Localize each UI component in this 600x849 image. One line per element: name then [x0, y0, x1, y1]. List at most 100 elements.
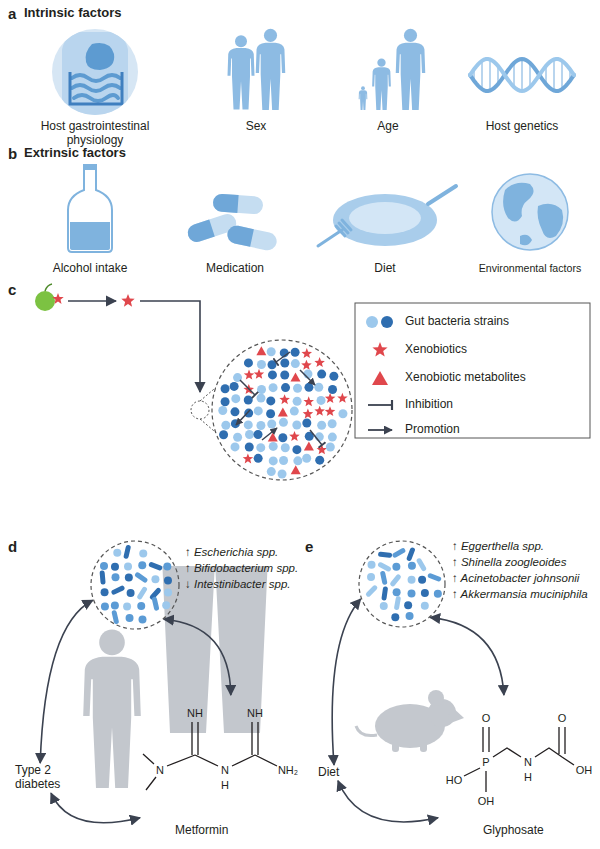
- xenobiotic: [301, 360, 312, 370]
- zoom-spot: [191, 401, 209, 419]
- dna-rung: [489, 59, 491, 90]
- bacterium: [408, 576, 416, 584]
- metabolite: [304, 442, 314, 451]
- xenobiotic: [303, 409, 314, 419]
- female-figure: [228, 35, 255, 109]
- dashed-outline: [90, 540, 180, 630]
- bacterium: [244, 420, 253, 429]
- bacterium: [100, 562, 108, 570]
- bacterium: [281, 383, 290, 392]
- interaction-line: [300, 370, 315, 385]
- caption-label: Diet: [345, 262, 425, 276]
- legend-label: Xenobiotic metabolites: [405, 370, 526, 384]
- bacterium: [138, 561, 146, 569]
- legend-label: Promotion: [405, 422, 460, 436]
- human-figure: [83, 630, 141, 788]
- node-label: Glyphosate: [483, 823, 544, 837]
- bacterium: [267, 467, 276, 476]
- bacterium: [112, 573, 120, 581]
- bacterium: [231, 419, 240, 428]
- bacterium: [279, 456, 288, 465]
- caption-label: Medication: [175, 262, 295, 276]
- bacterium: [406, 612, 414, 620]
- bottle-icon: [68, 164, 112, 252]
- bacterium: [101, 588, 109, 596]
- xenobiotic-star: [121, 294, 134, 307]
- rod-bacterium: [134, 571, 148, 583]
- xenobiotic: [317, 444, 327, 454]
- legend-label: Xenobiotics: [405, 342, 467, 356]
- rod-bacterium: [392, 547, 407, 558]
- panel-heading: Extrinsic factors: [24, 146, 126, 161]
- globe-icon: [492, 174, 568, 250]
- metformin-bonds: [143, 722, 277, 790]
- rod-bacterium: [148, 561, 163, 571]
- atom-label: H: [524, 772, 532, 783]
- rod-bacterium: [427, 573, 442, 583]
- metabolite: [256, 346, 266, 355]
- rod-bacterium: [365, 584, 378, 597]
- bacterium: [101, 602, 109, 610]
- bacterium: [230, 382, 239, 391]
- microbiome-circle: ↑ Eggerthella spp.↑ Shinella zoogleoides…: [358, 540, 446, 628]
- legend-label: Inhibition: [405, 397, 453, 411]
- ingestion-path: [140, 301, 200, 392]
- xenobiotic: [325, 393, 336, 403]
- panel-heading: b: [8, 145, 17, 162]
- rod-bacterium: [123, 545, 131, 560]
- xenobiotic: [304, 396, 315, 406]
- rod-bacterium: [381, 586, 388, 601]
- xenobiotic: [314, 357, 325, 367]
- interaction-arrow: [51, 793, 140, 823]
- xenobiotic: [325, 406, 336, 416]
- rod-bacterium: [378, 552, 392, 558]
- bacterium: [434, 590, 442, 598]
- bacterium: [245, 442, 254, 451]
- interaction-line: [240, 380, 255, 395]
- atom-label: OH: [478, 796, 495, 807]
- bacterium: [293, 456, 302, 465]
- panel-heading: e: [305, 538, 313, 555]
- bacterium: [164, 576, 172, 584]
- bacterium: [404, 601, 412, 609]
- interaction-line: [262, 428, 277, 440]
- bacterium: [317, 396, 326, 405]
- xenobiotic: [289, 431, 300, 441]
- rod-bacterium: [394, 596, 401, 611]
- xenobiotic: [244, 370, 255, 380]
- bacterium: [125, 573, 133, 581]
- caption-label: Host genetics: [462, 120, 582, 134]
- bacterium: [293, 397, 302, 406]
- bacterium: [302, 418, 311, 427]
- bacterium: [393, 588, 401, 596]
- bacterium: [328, 433, 337, 442]
- interaction-line: [310, 430, 322, 445]
- bacterium: [123, 602, 131, 610]
- bacterium: [221, 384, 230, 393]
- taxon-change: ↑ Escherichia spp.: [185, 544, 278, 560]
- xenobiotic: [314, 406, 325, 416]
- dna-rung: [561, 61, 563, 89]
- atom-label: H: [221, 780, 229, 791]
- rod-bacterium: [416, 557, 427, 572]
- bacterium: [254, 406, 263, 415]
- rod-bacterium: [136, 586, 148, 601]
- factor-node: Type 2 diabetes: [15, 763, 87, 792]
- bacterium: [221, 397, 230, 406]
- bacterium: [317, 370, 326, 379]
- bacterium: [219, 430, 228, 439]
- legend-samples: [366, 316, 393, 430]
- interaction-line: [276, 352, 290, 362]
- bacterium: [328, 385, 337, 394]
- legend-label: Gut bacteria strains: [405, 314, 509, 328]
- bacterium: [267, 347, 276, 356]
- bacterium: [268, 360, 277, 369]
- metabolite: [290, 373, 300, 382]
- bacterium: [138, 616, 146, 624]
- interaction-arrow: [40, 600, 92, 763]
- bacterium: [269, 383, 278, 392]
- bacterium: [368, 561, 376, 569]
- dashed-circle: [359, 541, 445, 627]
- dna-strand: [470, 59, 574, 91]
- taxon-change: ↑ Shinella zoogleoides: [452, 554, 566, 570]
